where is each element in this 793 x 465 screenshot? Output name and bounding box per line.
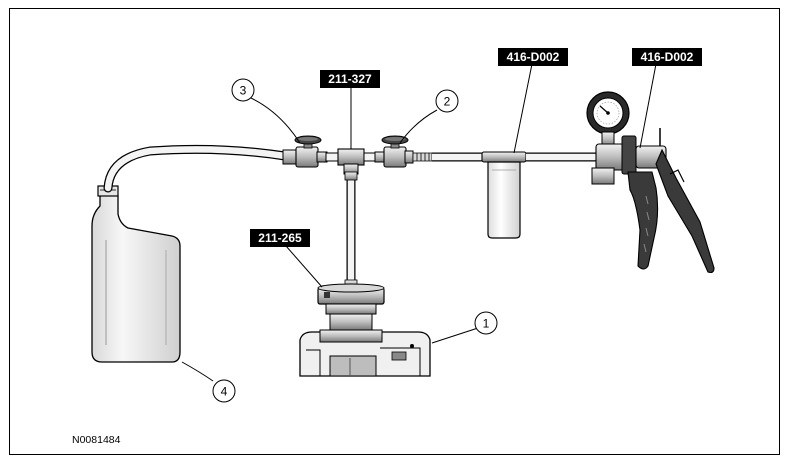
svg-text:1: 1 <box>483 317 490 331</box>
svg-text:211-327: 211-327 <box>328 72 372 86</box>
figure-id: N0081484 <box>72 434 121 446</box>
callout-1: 1 <box>474 311 498 335</box>
svg-text:4: 4 <box>221 385 228 399</box>
transmission-component <box>299 329 431 377</box>
reservoir-cup <box>481 151 527 239</box>
tag-reservoir: 416-D002 <box>498 48 568 66</box>
tag-vacuum-pump: 416-D002 <box>632 48 702 66</box>
svg-text:416-D002: 416-D002 <box>641 50 694 64</box>
vacuum-pump <box>586 91 715 274</box>
fluid-bottle <box>91 185 181 363</box>
adapter <box>317 283 385 331</box>
valve-left <box>282 135 328 168</box>
svg-text:2: 2 <box>444 95 451 109</box>
valve-right <box>374 135 433 168</box>
callout-2: 2 <box>435 89 459 113</box>
callout-4: 4 <box>212 379 236 403</box>
tee-fitting <box>337 148 365 175</box>
figure-frame <box>9 8 780 455</box>
tag-tee: 211-327 <box>320 70 380 88</box>
leader-lines <box>181 63 657 382</box>
svg-text:3: 3 <box>240 84 247 98</box>
callout-3: 3 <box>231 78 255 102</box>
svg-text:211-265: 211-265 <box>258 231 302 245</box>
tag-adapter: 211-265 <box>250 229 310 247</box>
svg-text:416-D002: 416-D002 <box>507 50 560 64</box>
